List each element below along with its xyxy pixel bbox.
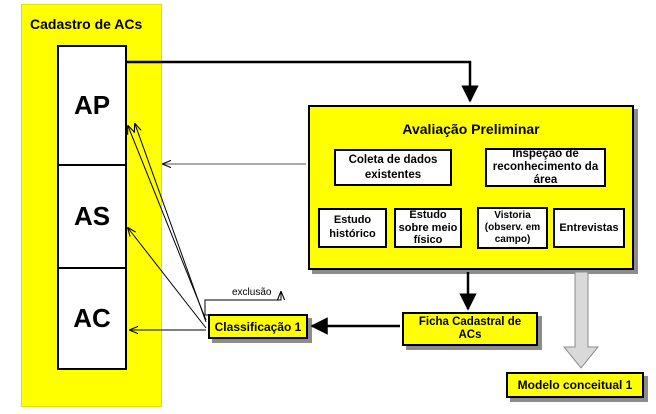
entrevistas-box: Entrevistas: [553, 208, 625, 248]
coleta-box: Coleta de dados existentes: [334, 149, 452, 186]
classificacao-box: Classificação 1: [208, 314, 308, 339]
arrow-classificacao-to-ap-2: [135, 124, 207, 323]
cadastro-item-ac-label: AC: [73, 303, 111, 333]
estudo-meio-fisico-box: Estudo sobre meio físico: [394, 208, 462, 248]
cadastro-item-ac: AC: [57, 267, 127, 370]
coleta-label: Coleta de dados existentes: [348, 154, 438, 181]
ficha-label: Ficha Cadastral de ACs: [418, 315, 522, 341]
modelo-label: Modelo conceitual 1: [517, 378, 633, 392]
arrow-classificacao-to-as: [128, 228, 207, 329]
estudo-historico-box: Estudo histórico: [318, 208, 387, 248]
arrow-classificacao-to-exclusao: [204, 292, 281, 316]
inspecao-box: Inspeção de reconhecimento da área: [485, 148, 606, 187]
arrow-classificacao-to-ap: [128, 126, 207, 321]
ficha-box: Ficha Cadastral de ACs: [402, 312, 538, 346]
arrow-cadastro-to-avaliacao: [127, 60, 479, 103]
modelo-box: Modelo conceitual 1: [506, 372, 644, 398]
cadastro-item-ap: AP: [57, 45, 127, 166]
avaliacao-title: Avaliação Preliminar: [402, 121, 540, 137]
vistoria-label: Vistoria (observ. em campo): [484, 210, 541, 245]
arrow-avaliacao-to-modelo: [562, 271, 600, 369]
exclusao-label: exclusão: [232, 287, 272, 298]
entrevistas-label: Entrevistas: [559, 222, 619, 234]
estudo-meio-fisico-label: Estudo sobre meio físico: [398, 209, 458, 247]
classificacao-label: Classificação 1: [214, 319, 302, 334]
cadastro-item-ap-label: AP: [73, 90, 111, 120]
cadastro-item-as: AS: [57, 164, 127, 269]
cadastro-title: Cadastro de ACs: [30, 16, 143, 32]
inspecao-label: Inspeção de reconhecimento da área: [492, 147, 599, 187]
cadastro-item-as-label: AS: [73, 201, 111, 231]
estudo-historico-label: Estudo histórico: [329, 214, 376, 240]
vistoria-box: Vistoria (observ. em campo): [477, 207, 548, 249]
